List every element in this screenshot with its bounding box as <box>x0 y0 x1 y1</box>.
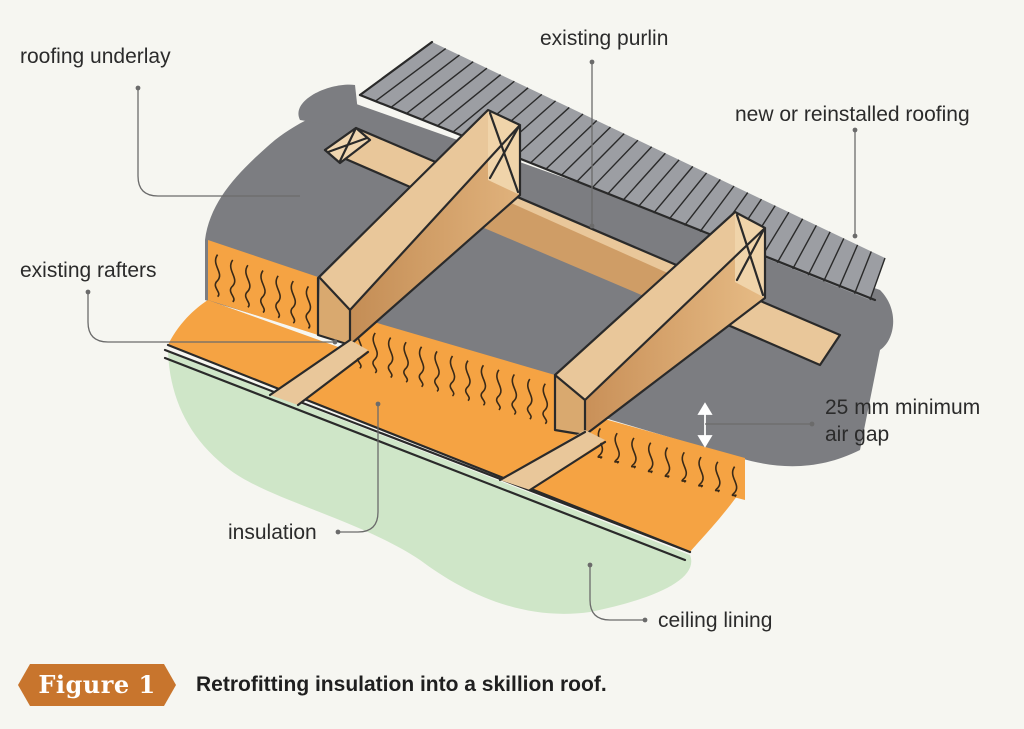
label-insulation: insulation <box>228 521 317 544</box>
label-roofing-underlay: roofing underlay <box>20 45 171 68</box>
leader-lines <box>85 59 858 623</box>
roofing-underlay-sheet <box>205 100 894 467</box>
skillion-roof-diagram: roofing underlay existing purlin new or … <box>20 27 980 632</box>
label-ceiling-lining: ceiling lining <box>658 609 772 632</box>
label-air-gap-line1: 25 mm minimum <box>825 396 980 419</box>
label-existing-purlin: existing purlin <box>540 27 668 50</box>
insulation-front-sheet <box>168 300 740 552</box>
insulation-upper-mid <box>350 315 555 432</box>
air-gap-arrow <box>697 402 713 448</box>
label-existing-rafters: existing rafters <box>20 259 157 282</box>
figure-number-badge: Figure 1 <box>18 664 176 706</box>
rafter-left <box>268 108 522 407</box>
insulation-texture <box>214 254 738 498</box>
underlay-left-flap <box>298 84 360 130</box>
insulation-front-edge <box>166 343 692 554</box>
ceiling-lining-sheet <box>168 352 692 614</box>
ceiling-lining-edge-2 <box>163 356 687 562</box>
label-air-gap-line2: air gap <box>825 423 889 446</box>
label-new-roofing: new or reinstalled roofing <box>735 103 970 126</box>
insulation-upper-right <box>590 415 745 500</box>
rafter-right <box>498 210 767 492</box>
figure-caption: Retrofitting insulation into a skillion … <box>196 673 607 696</box>
purlin-lower-band <box>470 198 690 305</box>
figure-caption-bar: Figure 1 Retrofitting insulation into a … <box>0 660 1024 712</box>
